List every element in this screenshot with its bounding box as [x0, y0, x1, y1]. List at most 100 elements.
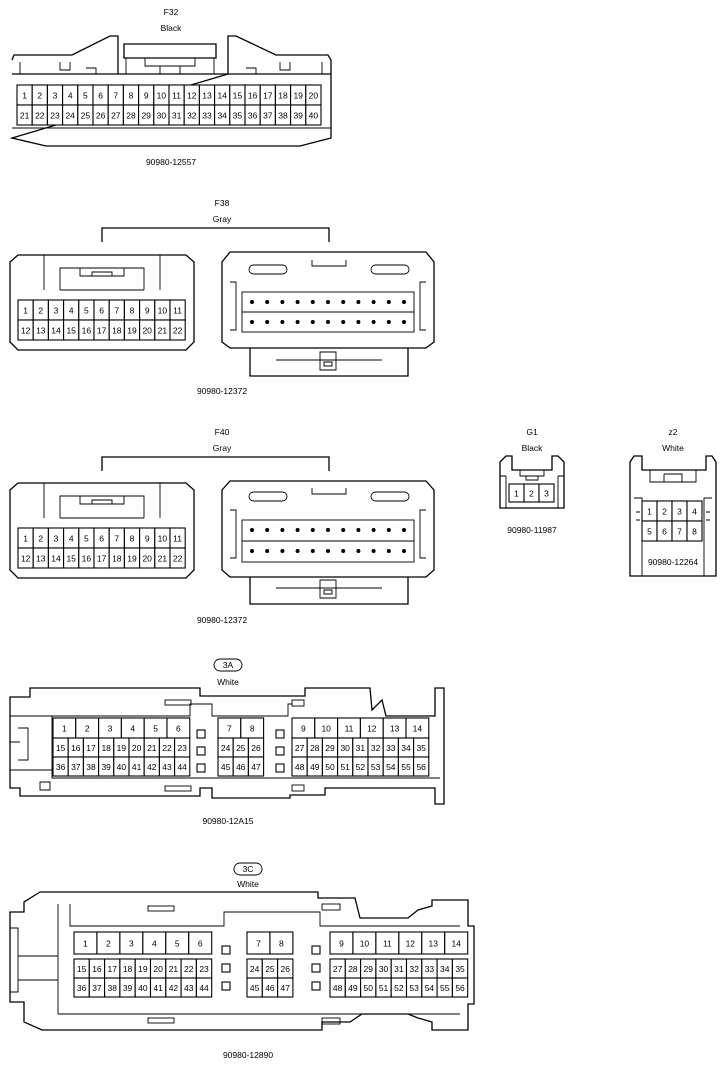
connector-code-badge	[213, 658, 243, 672]
pin-dot	[310, 320, 315, 324]
pin-cell: 40	[305, 104, 322, 126]
pin-cell: 50	[321, 756, 339, 777]
pin-number: 2	[662, 507, 667, 517]
pin-cell: 40	[113, 756, 130, 777]
pin-cell: 38	[274, 104, 292, 126]
pin-cell: 56	[451, 977, 469, 998]
pin-number: 19	[138, 964, 148, 974]
pin-cell: 18	[108, 547, 125, 569]
connector-housing	[9, 687, 445, 805]
pair-bracket	[101, 227, 330, 242]
pin-cell: 15	[73, 958, 90, 979]
pin-number: 29	[325, 743, 335, 753]
pin-number: 3	[54, 534, 59, 544]
pin-number: 25	[265, 964, 275, 974]
pin-number: 2	[38, 534, 43, 544]
pin-cell: 53	[367, 756, 384, 777]
pin-number: 31	[356, 743, 366, 753]
pin-number: 46	[236, 762, 246, 772]
pin-number: 39	[293, 111, 303, 121]
pin-number: 19	[127, 326, 137, 336]
pin-number: 5	[84, 306, 89, 316]
pin-number: 3	[544, 489, 549, 499]
pin-number: 20	[153, 964, 163, 974]
pin-cell: 4	[63, 299, 80, 321]
pin-cell: 20	[149, 958, 167, 979]
pin-cell: 42	[165, 977, 182, 998]
connector-color: White	[237, 879, 259, 889]
pin-number: 34	[401, 743, 411, 753]
pin-dot	[356, 320, 361, 324]
pin-cell: 4	[63, 527, 80, 549]
pin-number: 9	[301, 724, 306, 734]
pin-number: 47	[251, 762, 261, 772]
pin-cell: 6	[166, 717, 191, 739]
pin-cell: 20	[128, 737, 145, 758]
pin-cell: 15	[229, 84, 246, 106]
pin-cell: 44	[174, 756, 191, 777]
pin-number: 20	[132, 743, 142, 753]
pin-cell: 5	[77, 84, 94, 106]
pin-dot	[386, 300, 391, 304]
pin-cell: 33	[382, 737, 399, 758]
pin-number: 26	[281, 964, 291, 974]
pin-cell: 21	[143, 737, 160, 758]
pin-cell: 10	[153, 84, 170, 106]
pin-cell: 41	[128, 756, 145, 777]
pin-number: 8	[129, 91, 134, 101]
pin-number: 29	[141, 111, 151, 121]
pin-dot	[250, 320, 254, 324]
pin-number: 18	[278, 91, 288, 101]
pin-box	[269, 931, 294, 955]
connector-color: Black	[522, 443, 544, 453]
pin-cell: 13	[382, 717, 407, 739]
pin-dot	[356, 528, 361, 532]
pin-number: 27	[295, 743, 305, 753]
pin-number: 12	[187, 91, 197, 101]
pin-cell: 30	[375, 958, 392, 979]
pin-dot	[295, 320, 300, 324]
pin-number: 31	[394, 964, 404, 974]
connector-color: White	[217, 677, 239, 687]
pin-cell: 5	[165, 931, 190, 955]
pin-cell: 16	[88, 958, 106, 979]
pin-number: 19	[293, 91, 303, 101]
pin-dot	[402, 320, 406, 324]
pin-box	[686, 520, 703, 542]
pin-number: 38	[108, 983, 118, 993]
pin-cell: 1	[641, 500, 658, 522]
pin-cell: 12	[17, 319, 34, 341]
pin-cell: 46	[232, 756, 249, 777]
pin-cell: 16	[244, 84, 261, 106]
pin-dot	[265, 300, 270, 304]
pin-dot	[371, 549, 376, 553]
pin-cell: 2	[75, 717, 100, 739]
pin-box	[451, 977, 469, 998]
pin-cell: 9	[138, 84, 155, 106]
pin-box	[169, 319, 186, 341]
pin-number: 52	[356, 762, 366, 772]
pin-cell: 13	[421, 931, 446, 955]
connector-color: Gray	[213, 214, 232, 224]
pin-cell: 35	[451, 958, 469, 979]
pin-cell: 40	[134, 977, 152, 998]
pin-cell: 55	[436, 977, 453, 998]
pin-number: 8	[130, 534, 135, 544]
pin-cell: 14	[405, 717, 430, 739]
pin-number: 12	[367, 724, 377, 734]
pin-cell: 7	[217, 717, 242, 739]
pin-number: 40	[117, 762, 127, 772]
pin-number: 20	[309, 91, 319, 101]
pin-dot	[356, 300, 361, 304]
pin-cell: 23	[174, 737, 191, 758]
pin-number: 37	[71, 762, 81, 772]
pin-cell: 1	[16, 84, 33, 106]
pin-number: 46	[265, 983, 275, 993]
pin-number: 6	[198, 939, 203, 949]
pin-cell: 23	[46, 104, 64, 126]
pin-number: 11	[345, 724, 354, 734]
pin-number: 2	[38, 306, 43, 316]
pin-dot	[341, 549, 346, 553]
pin-cell: 44	[195, 977, 213, 998]
